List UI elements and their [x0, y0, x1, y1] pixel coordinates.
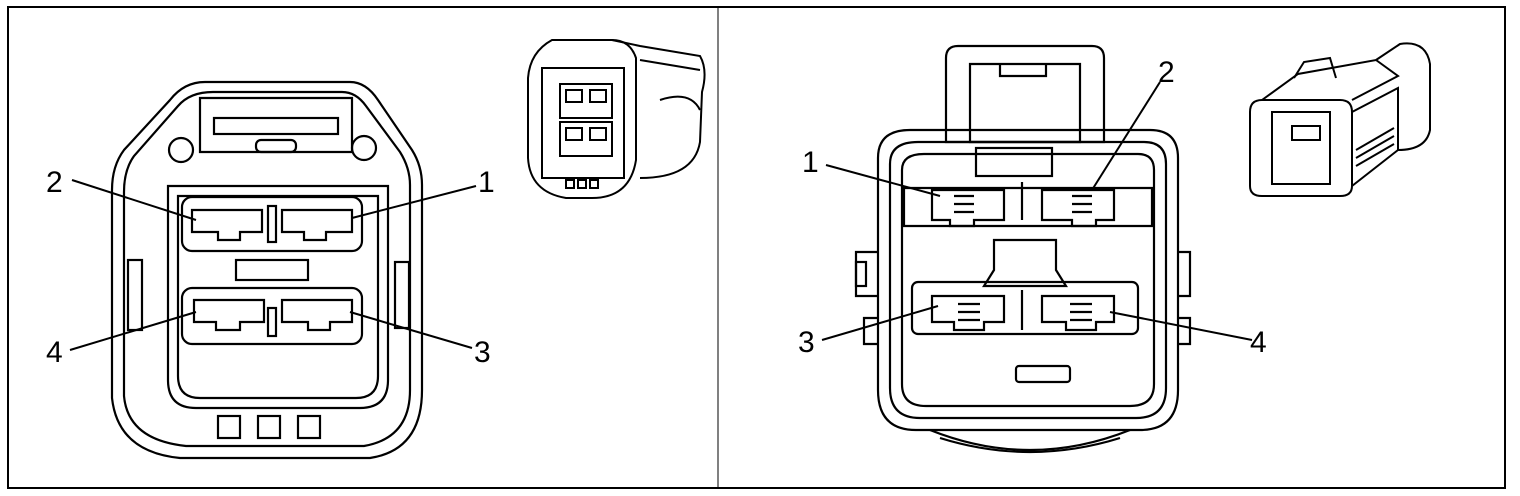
left-divider-upper	[266, 204, 278, 244]
right-side-tab-r	[1178, 250, 1192, 298]
right-terminal-1	[930, 188, 1006, 228]
right-pin-label-4: 4	[1250, 326, 1267, 359]
right-top-slot	[974, 146, 1054, 178]
left-cavity	[166, 184, 390, 410]
right-connector-shell	[876, 128, 1180, 432]
left-pin-label-2: 2	[46, 166, 63, 199]
right-pin-label-1: 1	[802, 146, 819, 179]
left-pin-label-3: 3	[474, 336, 491, 369]
right-shell-inner-2	[900, 152, 1156, 408]
left-hole-l	[167, 136, 195, 164]
left-pin-label-4: 4	[46, 336, 63, 369]
right-lower-block	[910, 280, 1140, 336]
left-center-key	[234, 258, 310, 282]
left-upper-block	[180, 195, 364, 253]
left-connector-shell	[110, 80, 424, 460]
left-latch-small-slot	[254, 138, 298, 154]
right-pin-label-2: 2	[1158, 56, 1175, 89]
right-side-tab-r2	[1178, 316, 1192, 346]
right-upper-row	[902, 186, 1154, 228]
right-shell-inner	[888, 140, 1168, 420]
right-panel	[854, 44, 1192, 454]
left-shell-inner	[122, 90, 412, 448]
left-bottom-square-3	[296, 414, 322, 440]
left-terminal-3	[280, 298, 354, 332]
left-pin-label-1: 1	[478, 166, 495, 199]
right-leaders	[821, 81, 1253, 341]
left-cavity-inner	[176, 194, 380, 400]
right-latch-notch	[998, 64, 1048, 78]
left-terminal-2	[190, 208, 264, 242]
right-bottom-ring	[929, 428, 1131, 452]
left-latch-slot	[212, 116, 340, 136]
right-terminal-4	[1040, 294, 1116, 332]
right-connector-thumbnail	[1249, 42, 1431, 197]
right-terminal-3	[930, 294, 1006, 332]
right-pin-label-3: 3	[798, 326, 815, 359]
left-bottom-square-2	[256, 414, 282, 440]
left-connector-thumbnail	[527, 39, 706, 199]
left-terminal-4	[192, 298, 266, 332]
left-hole-r	[350, 134, 378, 162]
right-terminal-2	[1040, 188, 1116, 228]
left-leaders	[69, 179, 477, 351]
right-side-tab-l2	[862, 316, 878, 346]
right-center-key	[982, 238, 1068, 288]
left-divider-lower	[266, 306, 278, 338]
right-bottom-slot	[1014, 364, 1072, 384]
left-bottom-square-1	[216, 414, 242, 440]
